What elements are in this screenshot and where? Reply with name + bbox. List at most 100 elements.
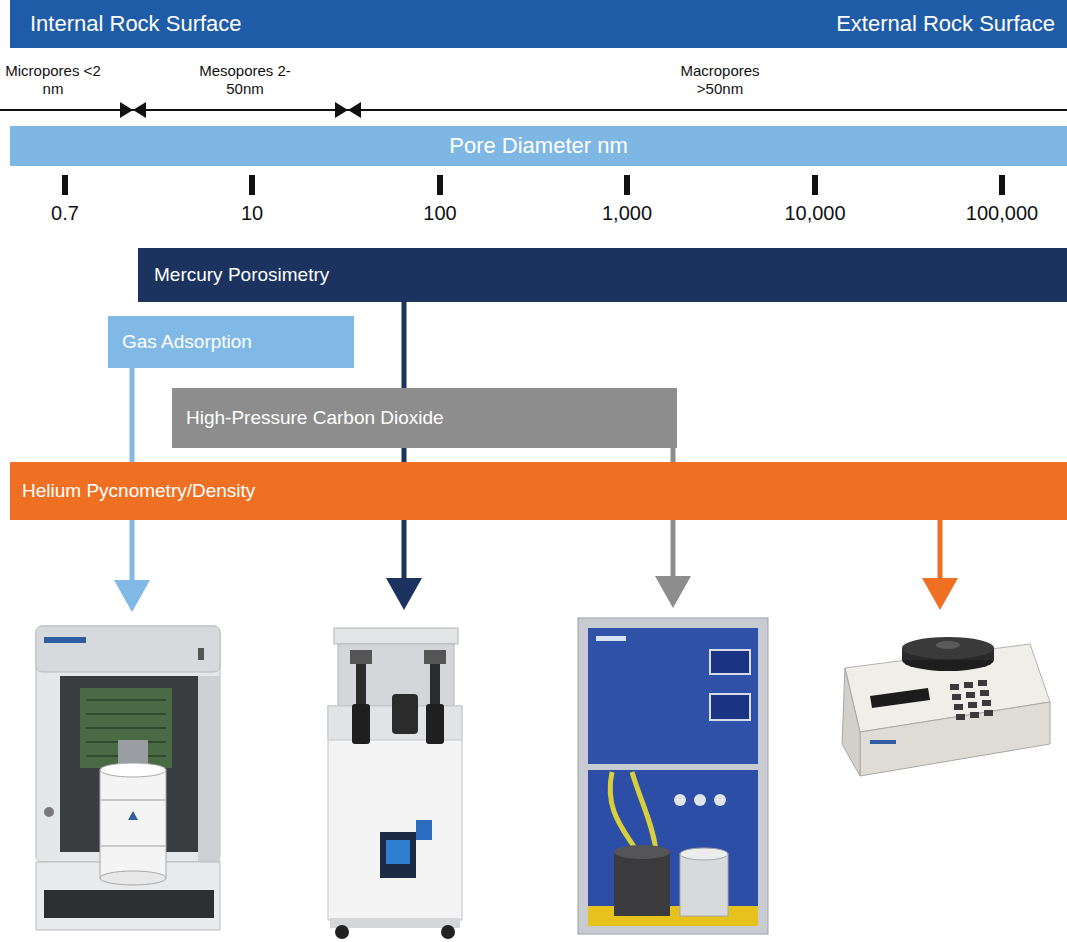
mercury-porosimeter [330, 918, 460, 928]
gas-adsorption-analyzer [198, 648, 204, 660]
method-bar: Mercury Porosimetry [138, 248, 1067, 302]
carbon-dioxide-analyzer [610, 772, 636, 850]
tick-mark [249, 175, 255, 195]
scale-band: Pore Diameter nm [10, 126, 1067, 166]
keypad [980, 690, 989, 696]
bar-label: Helium Pycnometry/Density [22, 480, 255, 503]
method-bar: High-Pressure Carbon Dioxide [172, 388, 677, 448]
pore-class-label: Micropores <2 nm [5, 62, 101, 98]
tick-mark [62, 175, 68, 195]
range-marker [120, 102, 133, 118]
keypad [982, 700, 991, 706]
pointer-arrow [655, 576, 691, 608]
tick-mark [62, 175, 1005, 195]
tick-mark [437, 175, 443, 195]
helium-pycnometer [842, 637, 1050, 776]
scale-value: 1,000 [572, 201, 682, 225]
scale-line [0, 110, 1067, 111]
scale-line [0, 109, 1067, 111]
gas-adsorption-analyzer [36, 626, 220, 930]
gas-adsorption-analyzer [36, 862, 220, 930]
tick-mark [812, 175, 818, 195]
range-marker [120, 102, 361, 118]
scale-value: 10 [197, 201, 307, 225]
helium-pycnometer [870, 688, 930, 708]
keypad [952, 694, 961, 700]
carbon-dioxide-analyzer [674, 794, 686, 806]
carbon-dioxide-analyzer [714, 794, 726, 806]
carbon-dioxide-analyzer [578, 618, 768, 934]
keypad [978, 680, 987, 686]
carbon-dioxide-analyzer [694, 794, 706, 806]
tick-mark [624, 175, 630, 195]
scale-value: 0.7 [10, 201, 120, 225]
pore-class-label: Macropores >50nm [665, 62, 775, 98]
carbon-dioxide-analyzer [588, 770, 758, 926]
bar-label: Gas Adsorption [122, 331, 252, 354]
pointer-arrow [114, 296, 958, 612]
keypad [956, 714, 965, 720]
gas-adsorption-analyzer [100, 871, 166, 885]
method-bar: Gas Adsorption [108, 316, 354, 368]
tick-mark [999, 175, 1005, 195]
mercury-porosimeter [386, 840, 410, 864]
bar-label: Pore Diameter nm [449, 133, 628, 159]
carbon-dioxide-analyzer [578, 618, 768, 934]
scale-value: 100 [385, 201, 495, 225]
keypad [966, 692, 975, 698]
gas-adsorption-analyzer [128, 811, 138, 820]
carbon-dioxide-analyzer [680, 848, 728, 860]
surface-band: Internal Rock Surface External Rock Surfa… [10, 0, 1067, 48]
mercury-porosimeter [441, 925, 455, 939]
mercury-porosimeter [328, 628, 462, 939]
mercury-porosimeter [380, 832, 416, 878]
carbon-dioxide-analyzer [710, 650, 750, 674]
mercury-porosimeter [335, 925, 349, 939]
range-marker [133, 102, 146, 118]
helium-pycnometer [902, 637, 994, 659]
carbon-dioxide-analyzer [614, 852, 670, 916]
carbon-dioxide-analyzer [710, 694, 750, 720]
pointer-arrow [114, 580, 150, 612]
keypad [964, 682, 973, 688]
carbon-dioxide-analyzer [614, 845, 670, 859]
method-bar: Helium Pycnometry/Density [10, 462, 1067, 520]
scale-value: 100,000 [947, 201, 1057, 225]
gas-adsorption-analyzer [44, 807, 54, 817]
mercury-porosimeter [430, 664, 440, 704]
gas-adsorption-analyzer [100, 770, 166, 878]
bar-label: Internal Rock Surface [30, 11, 242, 37]
mercury-porosimeter [416, 820, 432, 840]
mercury-porosimeter [356, 664, 366, 704]
mercury-porosimeter [392, 694, 418, 734]
mercury-porosimeter [426, 704, 444, 744]
bar-label: Mercury Porosimetry [154, 264, 329, 287]
pointer-arrow [386, 578, 422, 610]
mercury-porosimeter [352, 704, 370, 744]
carbon-dioxide-analyzer [596, 636, 626, 641]
carbon-dioxide-analyzer [588, 628, 758, 764]
gas-adsorption-analyzer [100, 800, 166, 846]
gas-adsorption-analyzer [44, 637, 86, 643]
range-marker [335, 102, 348, 118]
gas-adsorption-analyzer [198, 676, 220, 862]
range-marker [348, 102, 361, 118]
carbon-dioxide-analyzer [680, 854, 728, 916]
mercury-porosimeter [350, 650, 372, 664]
pointer-arrow [922, 578, 958, 610]
keypad [950, 684, 959, 690]
helium-pycnometer [870, 740, 896, 744]
gas-adsorption-analyzer [36, 626, 220, 672]
helium-pycnometer [936, 641, 960, 649]
carbon-dioxide-analyzer [588, 906, 758, 926]
keypad [984, 710, 993, 716]
mercury-porosimeter [424, 650, 446, 664]
keypad [968, 702, 977, 708]
bar-label: External Rock Surface [836, 11, 1055, 37]
scale-value: 10,000 [760, 201, 870, 225]
helium-pycnometer [860, 702, 1050, 776]
gas-adsorption-analyzer [100, 763, 166, 777]
pointer-arrow [938, 512, 943, 582]
mercury-porosimeter [334, 628, 458, 644]
